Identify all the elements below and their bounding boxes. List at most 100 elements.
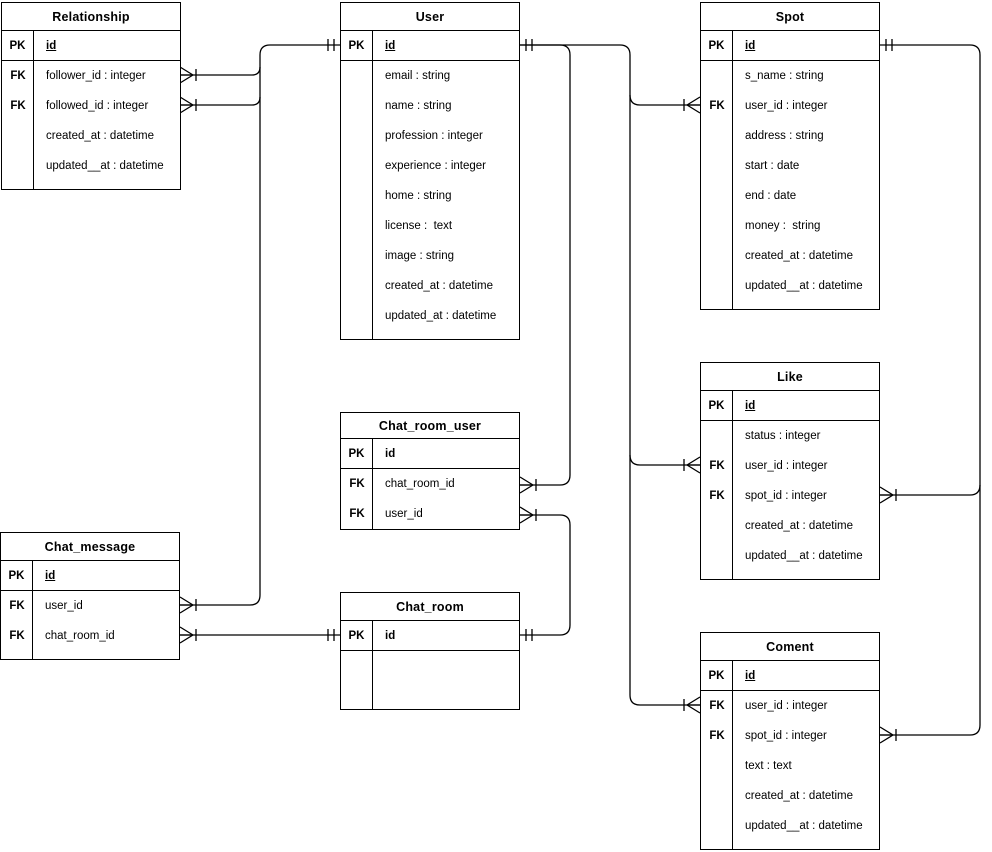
attribute: address : string — [745, 130, 824, 142]
key-label — [701, 421, 733, 451]
fk-key-label: FK — [10, 100, 26, 112]
attribute: user_id : integer — [745, 100, 828, 112]
key-label — [341, 241, 373, 271]
attribute: spot_id : integer — [745, 490, 827, 502]
many-crowfoot-marker — [683, 456, 701, 474]
attribute: updated__at : datetime — [745, 820, 863, 832]
connector-chatroom-chatmessage — [179, 626, 340, 644]
fk-key-label: FK — [10, 70, 26, 82]
table-title: Chat_message — [1, 533, 179, 561]
key-label — [341, 61, 373, 91]
key-label — [701, 781, 733, 811]
key-label — [341, 301, 373, 331]
connector-line — [180, 96, 261, 106]
pk-field: id — [46, 40, 57, 52]
fk-key-label: FK — [709, 730, 725, 742]
attribute: updated__at : datetime — [46, 160, 164, 172]
fk-key-label: FK — [349, 508, 365, 520]
pk-key-label: PK — [341, 439, 373, 469]
one-bars-marker — [327, 629, 335, 641]
one-bars-marker — [885, 39, 893, 51]
connector-spot-like-coment — [879, 39, 981, 744]
key-label — [341, 181, 373, 211]
key-label — [701, 751, 733, 781]
table-title: Spot — [701, 3, 879, 31]
pk-field: id — [745, 40, 756, 52]
key-label — [701, 541, 733, 571]
pk-row: PK id — [701, 391, 879, 421]
attribute-rows: email : string name : string profession … — [341, 61, 519, 339]
entity-chat-room: Chat_room PK id — [340, 592, 520, 710]
one-bars-marker — [327, 39, 335, 51]
attribute: end : date — [745, 190, 797, 202]
entity-relationship: Relationship PK id FK FK follower_id : i… — [1, 2, 181, 190]
key-label — [341, 211, 373, 241]
pk-key-label: PK — [341, 31, 373, 61]
pk-field: id — [385, 448, 396, 460]
fk-key-label: FK — [349, 478, 365, 490]
key-label — [341, 91, 373, 121]
key-label — [701, 181, 733, 211]
attribute: start : date — [745, 160, 800, 172]
key-label — [2, 151, 34, 181]
pk-row: PK id — [701, 661, 879, 691]
entity-chat-room-user: Chat_room_user PK id FK FK chat_room_id … — [340, 412, 520, 530]
many-crowfoot-marker — [179, 66, 197, 84]
entity-user: User PK id email : string name : string … — [340, 2, 520, 340]
pk-field: id — [45, 570, 56, 582]
attribute: s_name : string — [745, 70, 824, 82]
many-crowfoot-marker — [879, 486, 897, 504]
connector-line — [880, 484, 981, 496]
connector-user-spot-like-coment — [520, 44, 701, 714]
attribute-rows: FK s_name : string user_id : integer add… — [701, 61, 879, 309]
attribute: text : text — [745, 760, 792, 772]
pk-key-label: PK — [2, 31, 34, 61]
attribute: updated_at : datetime — [385, 310, 497, 322]
attribute: user_id — [385, 508, 423, 520]
many-crowfoot-marker — [519, 476, 537, 494]
pk-row: PK id — [2, 31, 180, 61]
connector-user-relationship-chatmessage — [179, 39, 340, 614]
fk-key-label: FK — [709, 490, 725, 502]
attribute: license : text — [385, 220, 453, 232]
key-label — [701, 151, 733, 181]
attribute: spot_id : integer — [745, 730, 827, 742]
key-label — [341, 151, 373, 181]
pk-row: PK id — [341, 439, 519, 469]
attribute: image : string — [385, 250, 455, 262]
table-title: Coment — [701, 633, 879, 661]
table-title: User — [341, 3, 519, 31]
many-crowfoot-marker — [683, 96, 701, 114]
table-title: Chat_room — [341, 593, 519, 621]
entity-coment: Coment PK id FK FK user_id : integer spo… — [700, 632, 880, 850]
key-label — [701, 61, 733, 91]
attribute: chat_room_id — [385, 478, 455, 490]
pk-row: PK id — [341, 621, 519, 651]
attribute: user_id : integer — [745, 460, 828, 472]
connector-line — [180, 66, 261, 76]
attribute: user_id : integer — [745, 700, 828, 712]
attribute: email : string — [385, 70, 451, 82]
attribute: created_at : datetime — [745, 250, 854, 262]
pk-key-label: PK — [341, 621, 373, 651]
pk-row: PK id — [701, 31, 879, 61]
pk-key-label: PK — [701, 31, 733, 61]
connector-line — [520, 514, 571, 636]
attribute-rows — [341, 651, 519, 709]
attribute: status : integer — [745, 430, 821, 442]
attribute: updated__at : datetime — [745, 280, 863, 292]
attribute: user_id — [45, 600, 83, 612]
attribute-rows: FK FK user_id : integer spot_id : intege… — [701, 691, 879, 849]
key-label — [2, 121, 34, 151]
many-crowfoot-marker — [879, 726, 897, 744]
pk-row: PK id — [341, 31, 519, 61]
table-title: Relationship — [2, 3, 180, 31]
connector-line — [629, 454, 700, 466]
attribute-rows: FK FK follower_id : integer followed_id … — [2, 61, 180, 189]
pk-field: id — [385, 40, 396, 52]
pk-field: id — [385, 630, 396, 642]
pk-key-label: PK — [701, 661, 733, 691]
attribute-rows: FK FK status : integer user_id : integer… — [701, 421, 879, 579]
